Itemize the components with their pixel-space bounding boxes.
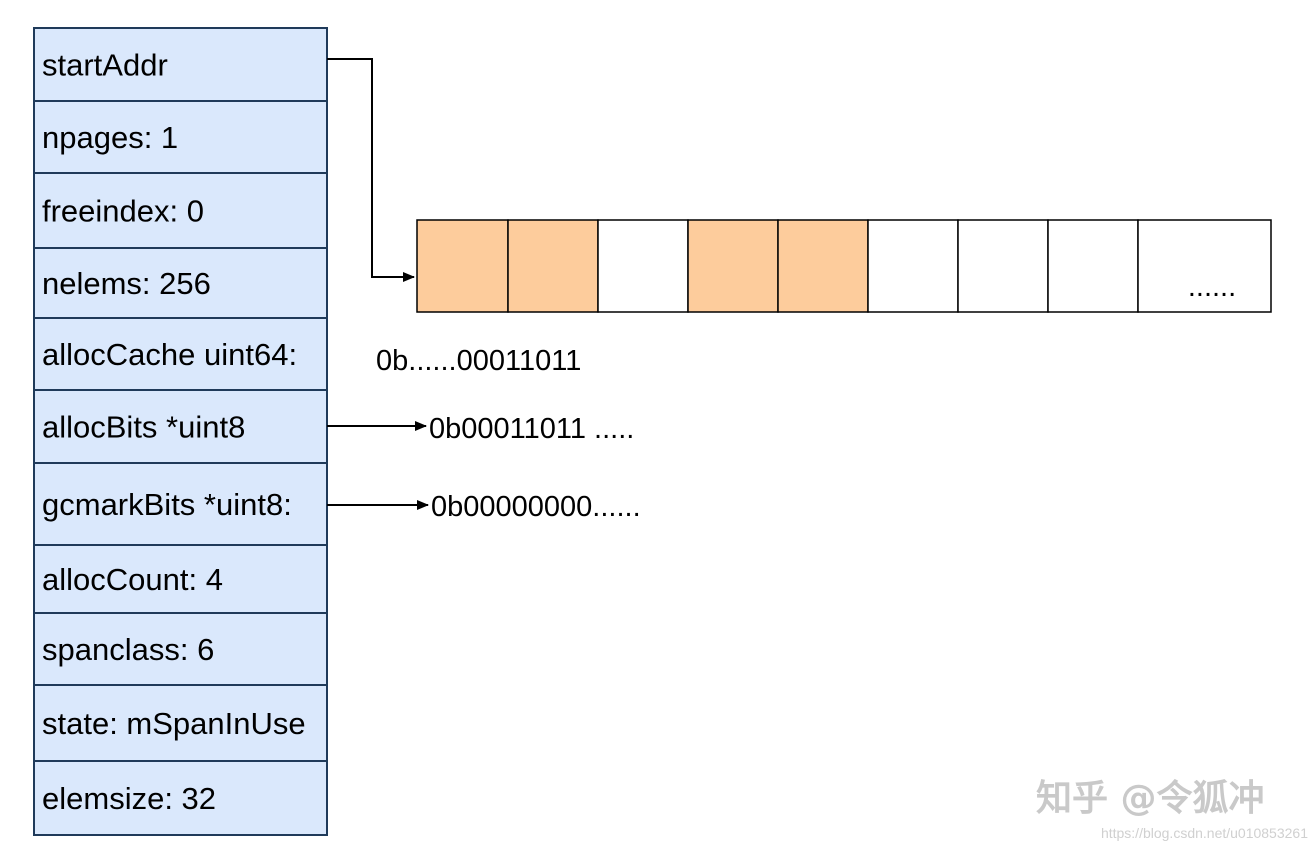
struct-field-label: allocCount: 4 [42,562,223,597]
struct-field-label: freeindex: 0 [42,194,204,229]
struct-field: gcmarkBits *uint8: [33,462,328,546]
struct-field-box [33,760,328,836]
watermark-url: https://blog.csdn.net/u010853261 [1101,825,1308,841]
struct-field: spanclass: 6 [33,612,328,686]
slot-ellipsis: ...... [1188,271,1236,303]
struct-field-box [33,684,328,762]
struct-field-box [33,27,328,102]
struct-field-box [33,172,328,249]
struct-field-label: npages: 1 [42,120,178,155]
struct-field: allocBits *uint8 [33,389,328,464]
allocated-slot [687,219,779,313]
struct-field-box [33,100,328,174]
struct-field-box [33,389,328,464]
free-slot [1047,219,1139,313]
allocated-slot [416,219,509,313]
alloc-bits-value: 0b00011011 ..... [429,413,634,445]
startaddr-arrow [327,58,415,282]
alloc-cache-value: 0b......00011011 [376,345,581,377]
free-slot [957,219,1049,313]
struct-field-label: nelems: 256 [42,266,211,301]
struct-field: allocCache uint64: [33,317,328,391]
struct-field: freeindex: 0 [33,172,328,249]
struct-field-label: allocBits *uint8 [42,410,245,445]
free-slot [597,219,689,313]
watermark-text: 知乎 @令狐冲 [1036,778,1265,819]
struct-field: nelems: 256 [33,247,328,319]
struct-field-box [33,247,328,319]
free-slot [1137,219,1272,313]
mspan-struct: startAddr npages: 1 freeindex: 0 nelems: 25… [33,27,328,836]
struct-field-label: spanclass: 6 [42,632,214,667]
struct-field-label: state: mSpanInUse [42,706,306,741]
allocated-slot [507,219,599,313]
struct-field: allocCount: 4 [33,544,328,614]
struct-field-label: elemsize: 32 [42,781,216,816]
memory-slot-strip [416,219,1272,313]
free-slot [867,219,959,313]
struct-field: npages: 1 [33,100,328,174]
struct-field: startAddr [33,27,328,102]
struct-field-box [33,544,328,614]
struct-field-label: gcmarkBits *uint8: [42,487,292,522]
struct-field-label: allocCache uint64: [42,337,297,372]
allocated-slot [777,219,869,313]
struct-field: state: mSpanInUse [33,684,328,762]
struct-field-label: startAddr [42,48,168,83]
struct-field: elemsize: 32 [33,760,328,836]
gcmark-bits-value: 0b00000000...... [431,491,641,523]
